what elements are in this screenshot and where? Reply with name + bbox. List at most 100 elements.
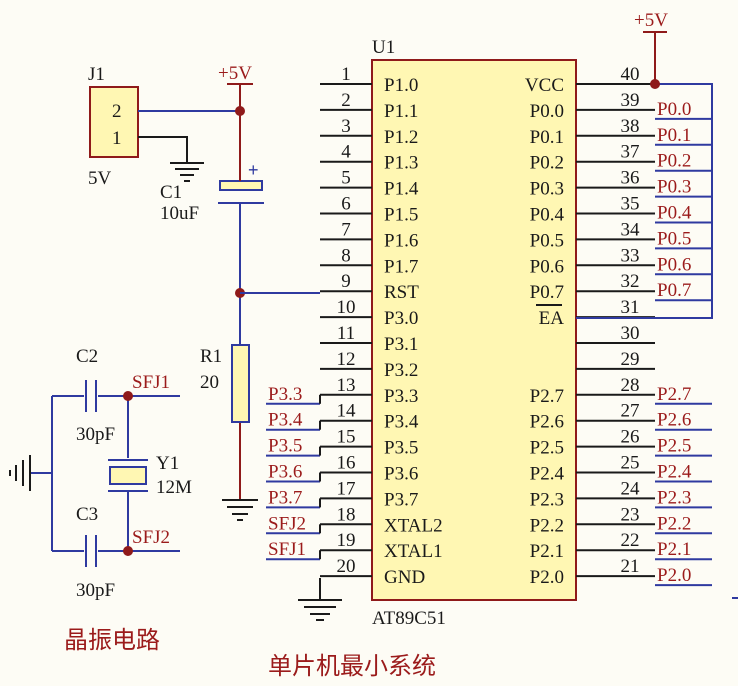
pin-name: P2.7 bbox=[530, 386, 564, 407]
c2-net-label: SFJ1 bbox=[132, 372, 170, 393]
j1-pin1-wire bbox=[138, 136, 188, 163]
y1-value: 12M bbox=[156, 477, 192, 498]
c1-plate-positive bbox=[219, 180, 263, 191]
pin-8[interactable]: 8P1.7 bbox=[320, 245, 418, 277]
net-label: P2.0 bbox=[657, 565, 691, 586]
c1-plus-sign: + bbox=[248, 160, 259, 180]
connector-j1[interactable]: J1 2 1 5V bbox=[88, 64, 139, 189]
pin-number: 34 bbox=[621, 219, 641, 240]
pin-number: 31 bbox=[621, 297, 640, 318]
pin-name: P3.3 bbox=[384, 386, 418, 407]
pin-30[interactable]: 30 bbox=[576, 323, 655, 344]
pin-number: 12 bbox=[337, 349, 356, 370]
pin-number: 28 bbox=[621, 375, 640, 396]
pin-1[interactable]: 1P1.0 bbox=[320, 64, 418, 96]
connector-pin-1: 1 bbox=[112, 128, 122, 149]
vcc-left-label: +5V bbox=[218, 63, 252, 84]
pin-5[interactable]: 5P1.4 bbox=[320, 168, 419, 200]
pin-name: XTAL1 bbox=[384, 541, 443, 562]
net-label: P3.4 bbox=[268, 410, 303, 431]
chip-u1[interactable]: U1 AT89C51 bbox=[371, 37, 577, 629]
net-label: P2.5 bbox=[657, 436, 691, 457]
net-label: P0.2 bbox=[657, 151, 691, 172]
pin-number: 21 bbox=[621, 556, 640, 577]
pin-number: 36 bbox=[621, 168, 640, 189]
net-label: P3.7 bbox=[268, 487, 302, 508]
pin-7[interactable]: 7P1.6 bbox=[320, 219, 418, 251]
vcc-ea-wiring: +5V bbox=[576, 10, 713, 319]
pin-2[interactable]: 2P1.1 bbox=[320, 90, 418, 122]
pin-name: P3.4 bbox=[384, 412, 419, 433]
pin-number: 1 bbox=[341, 64, 351, 85]
c1-refdes: C1 bbox=[160, 182, 182, 203]
net-label: P0.5 bbox=[657, 228, 691, 249]
y1-refdes: Y1 bbox=[156, 453, 179, 474]
pin-name: P2.6 bbox=[530, 412, 564, 433]
capacitor-c1[interactable]: + C1 10uF bbox=[160, 160, 264, 224]
pin-number: 9 bbox=[341, 271, 351, 292]
pin-number: 24 bbox=[621, 478, 641, 499]
pin-number: 6 bbox=[341, 194, 351, 215]
resistor-r1[interactable]: R1 20 bbox=[200, 344, 250, 423]
capacitor-c3[interactable]: C3 30pF SFJ2 bbox=[76, 504, 170, 601]
pin-number: 23 bbox=[621, 504, 640, 525]
net-label: P2.6 bbox=[657, 410, 691, 431]
chip-part-number: AT89C51 bbox=[372, 608, 446, 629]
pin-3[interactable]: 3P1.2 bbox=[320, 116, 418, 148]
net-label: SFJ1 bbox=[268, 539, 306, 560]
net-label: P0.3 bbox=[657, 177, 691, 198]
pin-number: 20 bbox=[337, 556, 356, 577]
r1-refdes: R1 bbox=[200, 346, 222, 367]
pin-name: P1.5 bbox=[384, 205, 418, 226]
pin-29[interactable]: 29 bbox=[576, 349, 655, 370]
capacitor-c2[interactable]: C2 30pF SFJ1 bbox=[76, 346, 170, 445]
pin-name: P3.2 bbox=[384, 360, 418, 381]
r1-value: 20 bbox=[200, 372, 219, 393]
pin-6[interactable]: 6P1.5 bbox=[320, 194, 418, 226]
net-label: P0.6 bbox=[657, 254, 691, 275]
net-label: SFJ2 bbox=[268, 513, 306, 534]
pin-4[interactable]: 4P1.3 bbox=[320, 142, 418, 174]
net-label: P0.1 bbox=[657, 125, 691, 146]
pin-number: 2 bbox=[341, 90, 351, 111]
pin-number: 19 bbox=[337, 530, 356, 551]
pin-name: P2.5 bbox=[530, 438, 564, 459]
pin-number: 18 bbox=[337, 504, 356, 525]
pin-name: P3.0 bbox=[384, 308, 418, 329]
net-label: P2.4 bbox=[657, 462, 692, 483]
pin-name: P0.0 bbox=[530, 101, 564, 122]
crystal-y1[interactable]: Y1 12M bbox=[108, 453, 192, 498]
net-label: P0.4 bbox=[657, 203, 692, 224]
